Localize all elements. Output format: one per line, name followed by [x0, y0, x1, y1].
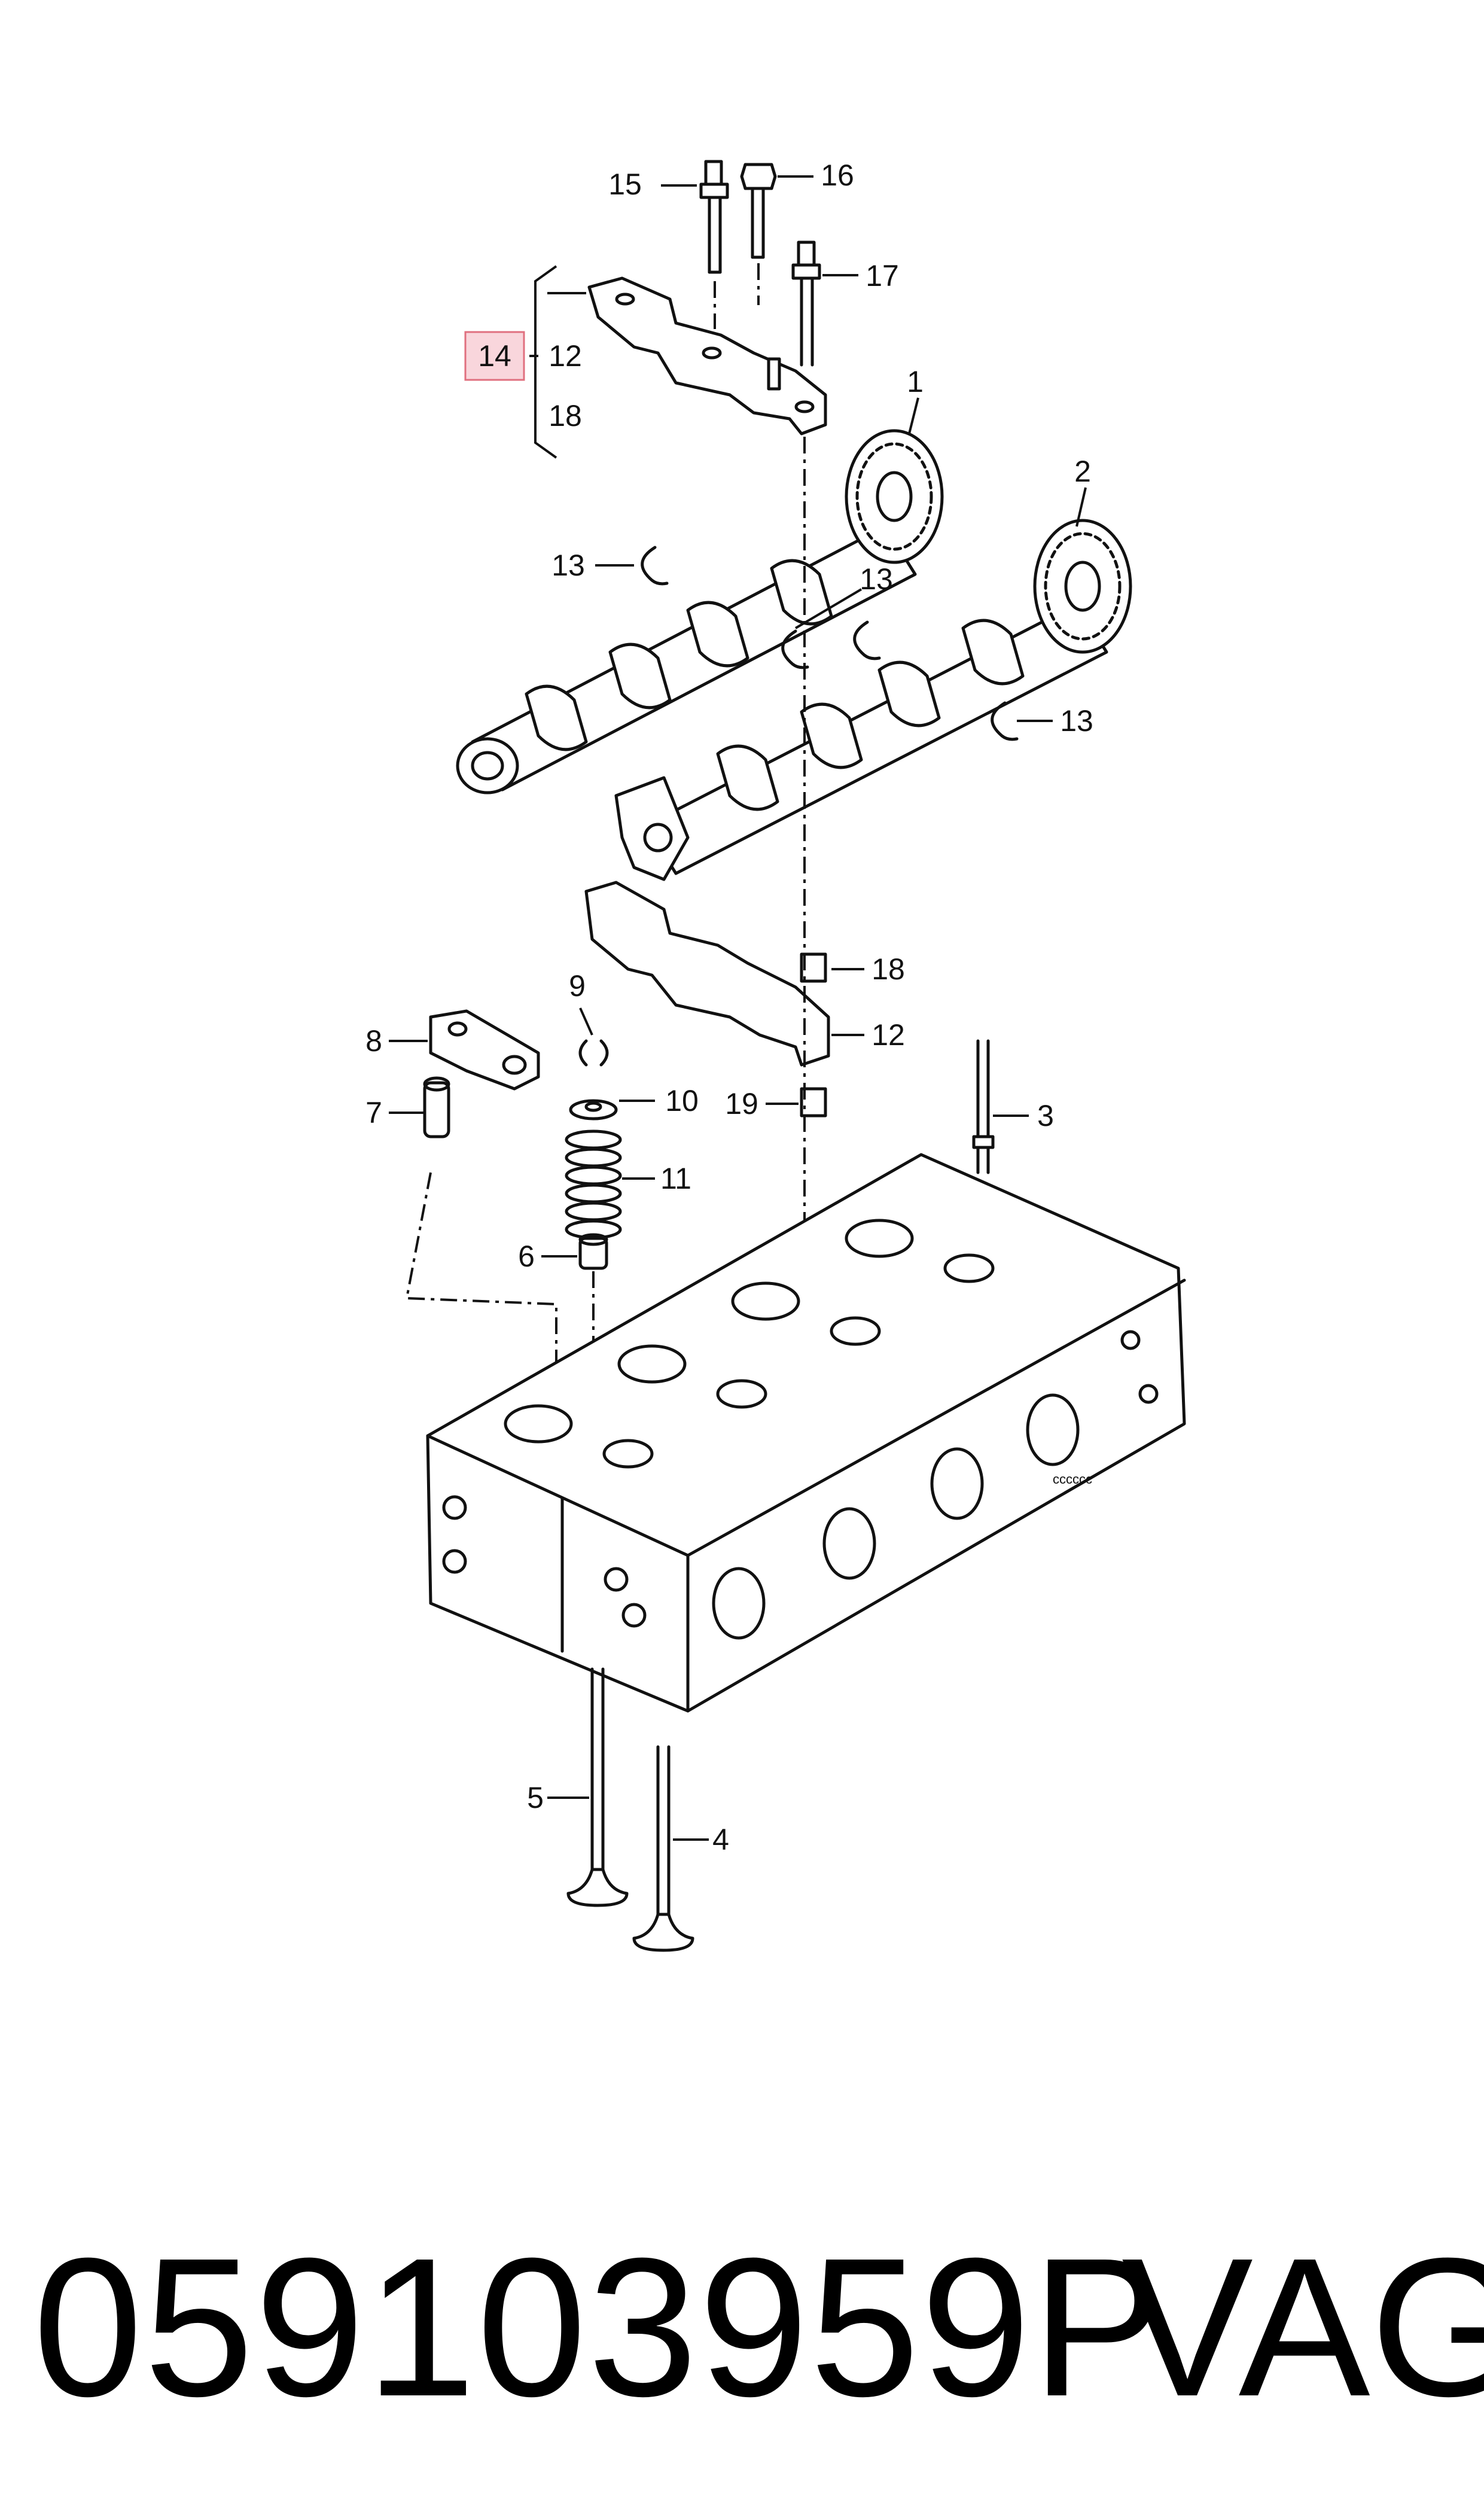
callout-13-mid: 13	[860, 562, 893, 596]
callout-5: 5	[527, 1781, 544, 1814]
stud-3	[972, 1039, 995, 1174]
circlip-13a	[641, 546, 669, 586]
part-number-label: 059103959P	[33, 2216, 1165, 2437]
callout-8: 8	[365, 1024, 382, 1058]
callout-6: 6	[518, 1240, 535, 1273]
valve-spring-11	[565, 1129, 622, 1240]
callout-12-lower: 12	[871, 1018, 905, 1052]
callout-11: 11	[660, 1162, 691, 1195]
diagram-svg: cccccc 15 16 17 14 12 18 1 2 13 13 13 18…	[365, 159, 1186, 1952]
callout-2: 2	[1074, 455, 1091, 488]
callout-17: 17	[866, 259, 899, 293]
callout-18-upper: 18	[548, 399, 582, 433]
callout-7: 7	[365, 1096, 382, 1129]
callout-3: 3	[1037, 1099, 1054, 1132]
brand-label: VAG	[1122, 2216, 1484, 2437]
callout-16: 16	[821, 159, 854, 192]
callout-9: 9	[569, 969, 586, 1003]
svg-text:cccccc: cccccc	[1053, 1472, 1092, 1487]
callout-1: 1	[907, 365, 924, 398]
roller-rocker-8	[429, 1009, 540, 1091]
valve-4	[632, 1745, 694, 1952]
bolt-17	[791, 240, 821, 367]
callout-4: 4	[712, 1823, 729, 1856]
callout-10: 10	[665, 1084, 699, 1118]
callout-14: 14	[478, 339, 511, 373]
cylinder-head: cccccc	[426, 1153, 1186, 1713]
circlip-13d	[991, 701, 1019, 741]
callout-14-highlight	[464, 331, 525, 381]
bolt-16	[740, 163, 777, 259]
spring-cap-10	[569, 1099, 618, 1121]
camshaft-2	[614, 519, 1132, 881]
bearing-bridge-lower	[584, 881, 830, 1118]
hydraulic-lifter-7	[423, 1076, 450, 1138]
valve-5	[566, 1667, 629, 1907]
callout-18-lower: 18	[871, 952, 905, 986]
valve-stem-seal-6	[578, 1233, 608, 1270]
circlip-13b	[781, 629, 809, 669]
circlip-13c	[853, 620, 881, 660]
callout-15: 15	[608, 168, 642, 201]
callout-19: 19	[725, 1087, 758, 1121]
bolt-15	[699, 160, 729, 274]
callout-13-left: 13	[551, 549, 585, 582]
valve-cotters-9	[578, 1039, 609, 1067]
callout-13-right: 13	[1060, 704, 1093, 738]
callout-12-upper: 12	[548, 339, 582, 373]
bearing-bridge-upper	[587, 276, 827, 436]
